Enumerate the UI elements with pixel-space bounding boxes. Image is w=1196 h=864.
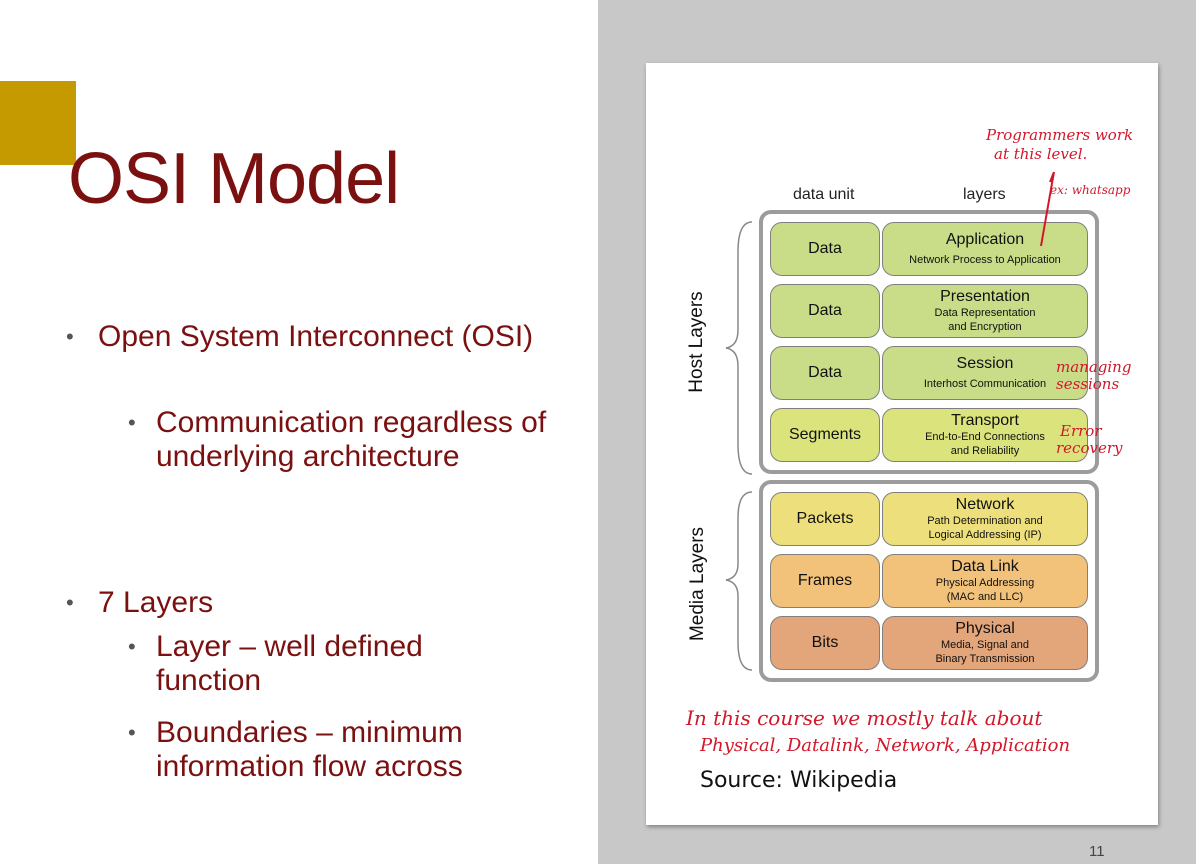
unit-label: Data [808, 364, 842, 381]
layer-desc: Logical Addressing (IP) [928, 529, 1042, 541]
layer-name: Session [956, 355, 1014, 372]
layer-cell-presentation: Presentation Data Representation and Enc… [882, 284, 1088, 338]
layer-desc: Network Process to Application [909, 254, 1061, 266]
layer-cell-network: Network Path Determination and Logical A… [882, 492, 1088, 546]
bullet-text: Open System Interconnect (OSI) [98, 320, 534, 353]
annotation-arrow-line [1040, 171, 1055, 247]
sub-bullet-text: Communication regardless of underlying a… [156, 406, 547, 473]
unit-label: Data [808, 302, 842, 319]
layer-cell-application: Application Network Process to Applicati… [882, 222, 1088, 276]
annotation-recovery: recovery [1056, 439, 1123, 457]
layer-name: Application [945, 231, 1025, 248]
layer-cell-transport: Transport End-to-End Connections and Rel… [882, 408, 1088, 462]
annotation-example: ex: whatsapp [1050, 183, 1131, 197]
unit-cell-physical: Bits [770, 616, 880, 670]
layer-desc: Interhost Communication [923, 378, 1047, 390]
data-unit-header: data unit [793, 186, 855, 203]
annotation-managing: managing [1056, 358, 1132, 376]
layer-name: Physical [955, 620, 1015, 637]
bullet-dot: • [128, 410, 136, 435]
figure-source: Source: Wikipedia [700, 768, 898, 793]
layer-name: Presentation [940, 288, 1030, 305]
layer-name: Data Link [951, 558, 1019, 575]
layer-desc: Data Representation [934, 307, 1036, 319]
unit-label: Frames [797, 572, 853, 589]
bullet-item: • 7 Layers [66, 586, 213, 620]
layer-desc: and Reliability [950, 445, 1020, 457]
annotation-error: Error [1060, 422, 1102, 440]
unit-cell-data-link: Frames [770, 554, 880, 608]
layer-name: Transport [951, 412, 1019, 429]
bullet-dot: • [128, 634, 136, 659]
layers-header: layers [963, 186, 1006, 203]
unit-cell-network: Packets [770, 492, 880, 546]
sub-bullet-item: • Layer – well defined function [128, 630, 488, 698]
unit-cell-application: Data [770, 222, 880, 276]
layer-desc: and Encryption [948, 321, 1022, 333]
annotation-programmers-line1: Programmers work [986, 126, 1134, 144]
sub-bullet-item: • Boundaries – minimum information flow … [128, 716, 528, 784]
bullet-dot: • [128, 720, 136, 745]
layer-desc: (MAC and LLC) [946, 591, 1024, 603]
bullet-dot: • [66, 590, 74, 615]
sub-bullet-item: • Communication regardless of underlying… [128, 406, 548, 474]
media-brace [725, 491, 753, 671]
layer-desc: Path Determination and [927, 515, 1043, 527]
layer-desc: Binary Transmission [935, 653, 1035, 665]
layer-cell-session: Session Interhost Communication [882, 346, 1088, 400]
layer-name: Network [955, 496, 1015, 513]
unit-label: Bits [811, 634, 839, 651]
unit-label: Packets [796, 510, 854, 527]
annotation-course-line1: In this course we mostly talk about [686, 706, 1043, 730]
layer-cell-data-link: Data Link Physical Addressing (MAC and L… [882, 554, 1088, 608]
bullet-item: • Open System Interconnect (OSI) [66, 320, 536, 354]
layer-cell-physical: Physical Media, Signal and Binary Transm… [882, 616, 1088, 670]
layer-desc: End-to-End Connections [925, 431, 1045, 443]
accent-square [0, 81, 76, 165]
unit-cell-session: Data [770, 346, 880, 400]
layer-desc: Physical Addressing [935, 577, 1035, 589]
bullet-text: 7 Layers [98, 586, 214, 619]
unit-cell-presentation: Data [770, 284, 880, 338]
layer-brackets [725, 221, 753, 671]
unit-label: Segments [788, 426, 862, 443]
annotation-arrow [1040, 171, 1055, 247]
unit-label: Data [808, 240, 842, 257]
media-layers-label: Media Layers [687, 526, 708, 642]
host-brace [725, 221, 753, 475]
annotation-sessions: sessions [1056, 375, 1120, 393]
annotation-course-line2: Physical, Datalink, Network, Application [700, 735, 1071, 756]
host-layers-label: Host Layers [686, 291, 707, 393]
annotation-programmers-line2: at this level. [994, 145, 1088, 163]
layer-desc: Media, Signal and [940, 639, 1030, 651]
sub-bullet-text: Boundaries – minimum information flow ac… [156, 716, 463, 783]
page-number: 11 [1089, 843, 1105, 860]
bullet-dot: • [66, 324, 74, 349]
slide-title: OSI Model [68, 139, 400, 219]
unit-cell-transport: Segments [770, 408, 880, 462]
sub-bullet-text: Layer – well defined function [156, 630, 423, 697]
